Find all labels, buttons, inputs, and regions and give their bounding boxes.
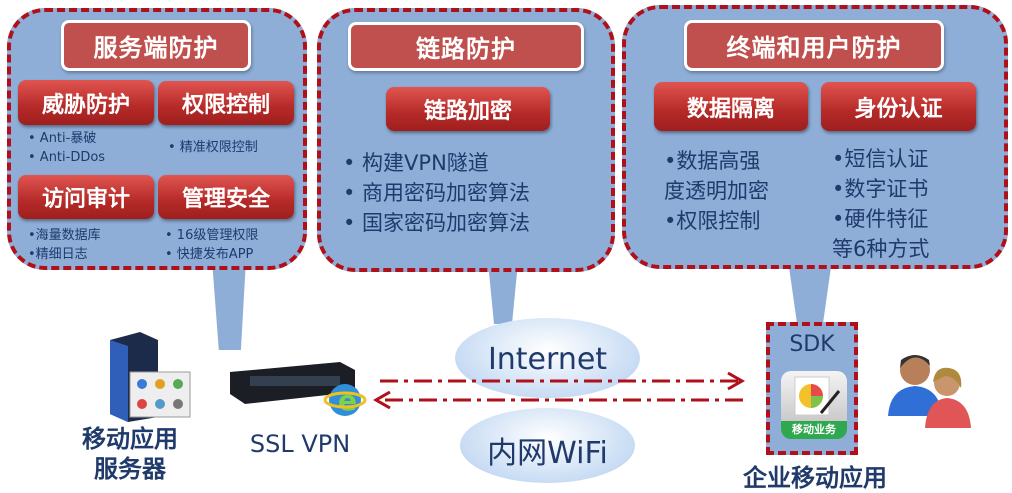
list-item: • Anti-DDos — [28, 150, 106, 165]
list-item: • 国家密码加密算法 — [343, 211, 531, 235]
server-label: 移动应用服务器 — [60, 424, 200, 484]
list-item: •海量数据库 — [28, 228, 101, 243]
app-icon-label: 移动业务 — [781, 421, 847, 439]
wifi-label: 内网WiFi — [487, 436, 608, 471]
list-item: •数据高强 — [664, 149, 761, 173]
link-items: • 构建VPN隧道 • 商用密码加密算法 • 国家密码加密算法 — [343, 148, 530, 238]
internet-cloud-icon — [455, 318, 640, 398]
list-item: •短信认证 — [832, 147, 929, 171]
list-item: 度透明加密 — [664, 179, 769, 203]
perm-items: • 精准权限控制 — [168, 138, 258, 157]
arrowhead-left — [372, 390, 391, 410]
link-panel-tail — [488, 262, 518, 324]
link-encryption-button: 链路加密 — [386, 87, 550, 131]
management-security-button: 管理安全 — [158, 175, 294, 219]
connection-arrows — [372, 371, 746, 410]
ssl-vpn-label: SSL VPN — [249, 430, 351, 458]
server-icon — [110, 332, 191, 422]
data-isolation-button: 数据隔离 — [654, 82, 808, 131]
audit-items: •海量数据库 •精细日志 — [28, 226, 101, 264]
permission-control-button: 权限控制 — [158, 81, 294, 125]
list-item: • 商用密码加密算法 — [343, 181, 531, 205]
list-item: • 精准权限控制 — [168, 140, 258, 155]
mgmt-items: • 16级管理权限 • 快捷发布APP — [165, 226, 258, 264]
server-label-line: 移动应用 — [82, 425, 178, 453]
internet-label: Internet — [487, 342, 608, 377]
list-item: •精细日志 — [28, 247, 88, 262]
server-panel-tail — [212, 260, 246, 350]
list-item: • 构建VPN隧道 — [343, 151, 489, 175]
arrowhead-right — [727, 371, 746, 391]
svg-text:e: e — [338, 384, 357, 417]
list-item: 等6种方式 — [832, 237, 930, 261]
server-protection-title: 服务端防护 — [61, 20, 251, 71]
terminal-protection-title: 终端和用户防护 — [684, 20, 944, 71]
mobile-business-app-icon[interactable]: 移动业务 — [781, 371, 847, 439]
access-audit-button: 访问审计 — [18, 175, 154, 219]
enterprise-app-label: 企业移动应用 — [743, 464, 887, 492]
users-icon — [888, 355, 971, 428]
identity-auth-button: 身份认证 — [821, 82, 976, 131]
terminal-panel-tail — [788, 260, 832, 322]
sdk-label: SDK — [789, 332, 835, 357]
pie-chart-icon — [794, 376, 841, 416]
ssl-vpn-device-icon: e — [230, 362, 367, 417]
list-item: •数字证书 — [832, 177, 929, 201]
threat-protection-button: 威胁防护 — [18, 80, 154, 125]
server-label-line: 服务器 — [94, 455, 166, 483]
list-item: • 快捷发布APP — [165, 247, 254, 262]
link-protection-title: 链路防护 — [348, 22, 584, 71]
list-item: •硬件特征 — [832, 207, 929, 231]
threat-items: • Anti-暴破 • Anti-DDos — [28, 129, 105, 167]
list-item: • Anti-暴破 — [28, 131, 97, 146]
auth-items: •短信认证 •数字证书 •硬件特征等6种方式 — [832, 144, 929, 264]
list-item: •权限控制 — [664, 209, 761, 233]
list-item: • 16级管理权限 — [165, 228, 259, 243]
wifi-cloud-icon — [460, 408, 635, 483]
isolation-items: •数据高强度透明加密 •权限控制 — [664, 146, 769, 236]
